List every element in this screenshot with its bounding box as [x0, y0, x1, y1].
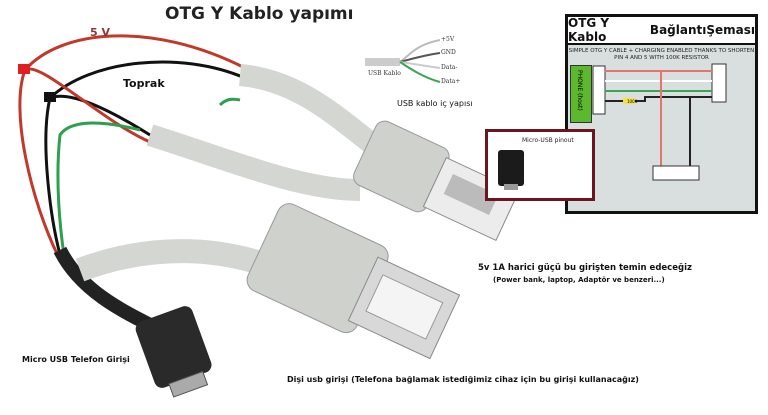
ground-label: Toprak	[123, 77, 165, 90]
micro-usb-photo	[498, 150, 524, 186]
black-junction	[44, 92, 56, 102]
resistor-label: 100K	[627, 99, 638, 104]
female-usb-connector	[246, 203, 461, 360]
phone-block: PHONE (host)	[570, 65, 592, 123]
schematic-title: OTG Y Kablo Bağlantı Şeması	[568, 16, 755, 45]
usb-cable-label: USB Kablo	[368, 70, 401, 77]
male-usb-cable	[146, 124, 361, 201]
external-power-note: (Power bank, laptop, Adaptör ve benzeri.…	[493, 276, 665, 284]
schematic-subtitle: SIMPLE OTG Y CABLE + CHARGING ENABLED TH…	[568, 48, 755, 61]
schematic-panel: OTG Y Kablo Bağlantı Şeması SIMPLE OTG Y…	[565, 14, 758, 214]
five-v-label: 5 V	[90, 26, 110, 39]
micro-usb-pinout-panel: Micro-USB pinout	[485, 129, 595, 201]
wire-label: Data-	[441, 64, 458, 71]
male-usb-connector	[353, 120, 520, 242]
female-usb-cable	[75, 239, 285, 282]
pinout-title: Micro-USB pinout	[522, 137, 574, 144]
external-power-label: 5v 1A harici güçü bu girişten temin edec…	[478, 263, 692, 273]
wire-label: Data+	[441, 78, 461, 85]
usb-cable-caption: USB kablo iç yapısı	[397, 99, 473, 108]
wire-label: GND	[441, 49, 456, 56]
page-title: OTG Y Kablo yapımı	[165, 4, 354, 24]
red-wire-branch	[24, 67, 151, 144]
red-junction	[18, 64, 30, 74]
wire-label: +5V	[441, 36, 455, 43]
micro-usb-plug	[135, 306, 212, 398]
female-input-label: Dişi usb girişi (Telefona bağlamak isted…	[287, 375, 639, 384]
micro-usb-label: Micro USB Telefon Girişi	[22, 355, 130, 364]
schematic-wiring	[592, 63, 727, 181]
green-wire	[56, 121, 141, 263]
usb-cable-structure	[365, 39, 441, 83]
black-wire-branch	[49, 94, 151, 137]
